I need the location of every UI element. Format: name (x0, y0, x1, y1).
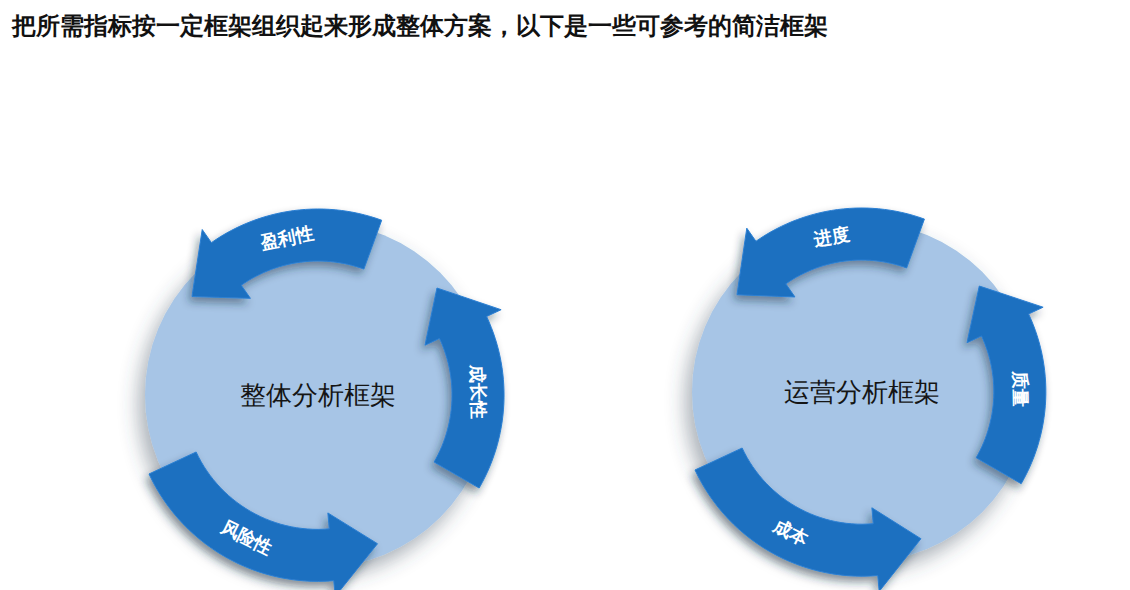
framework-title: 整体分析框架 (240, 381, 396, 410)
page-title: 把所需指标按一定框架组织起来形成整体方案，以下是一些可参考的简洁框架 (12, 10, 828, 42)
framework-title: 运营分析框架 (784, 378, 940, 407)
arrow-outline (421, 284, 508, 492)
arrow-outline (691, 444, 925, 590)
arrow-shape (192, 209, 382, 298)
cycle-arrow: 成长性 (421, 284, 508, 492)
arrow-shape (695, 448, 921, 590)
arrow-label: 成长性 (468, 365, 489, 419)
cycle-arrow: 进度 (733, 204, 928, 301)
arrow-shape (425, 288, 504, 488)
arrow-outline (145, 448, 382, 590)
cycle-arrow: 风险性 (145, 448, 382, 590)
arrow-shape (149, 452, 377, 590)
arrow-shape (737, 208, 924, 297)
arrow-outline (188, 205, 386, 302)
cycle-arrow: 成本 (691, 444, 925, 590)
cycle-arrow: 盈利性 (188, 205, 386, 302)
arrow-shape (967, 286, 1046, 484)
arrow-outline (733, 204, 928, 301)
arrow-outline (963, 282, 1050, 488)
cycle-arrow: 质量 (963, 282, 1050, 488)
arrow-label: 质量 (1010, 371, 1030, 407)
